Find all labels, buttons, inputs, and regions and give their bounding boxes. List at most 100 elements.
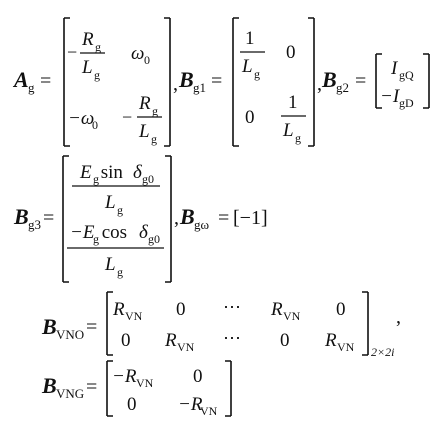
denominator-sub: g [254,67,260,81]
emf-sub: g [93,172,99,186]
matrix-Bg2: B g2 = I gQ −I gD [321,53,430,110]
omega: ω [131,43,144,64]
delta-sub: g0 [148,232,160,246]
subscript-g2: g2 [336,80,349,95]
left-bracket [375,53,382,109]
symbol-B: B [321,67,337,92]
cell-r2c5-sub: VN [337,340,355,354]
numerator-sub: g [152,104,158,118]
subscript-VNG: VNG [56,386,84,401]
matrix-Ag: A g = − R g L g ω 0 −ω 0 − R g L g , [12,17,178,147]
cell-r1c1: −R [112,366,137,387]
matrix-Bg1: B g1 = 1 L g 0 0 1 L g , [178,17,322,147]
minus-sign: − [122,107,132,127]
left-bracket [106,291,113,356]
neg-omega: −ω [68,108,94,129]
denominator-L: L [104,254,116,275]
cell-r1c1-sub: VN [136,376,154,390]
cell-r1c5: 0 [336,299,346,320]
equals-sign: = [40,70,51,92]
emf-sub: g [93,232,99,246]
cell-r1c2: 0 [176,299,186,320]
cell-r1c4: R [270,299,283,320]
cell-r2c2: −R [178,394,203,415]
cell-r2c1: 0 [121,330,131,351]
equals-sign: = [86,316,97,338]
denominator-sub: g [94,68,100,82]
comma: , [396,306,401,328]
comma: , [173,73,178,95]
denominator-L: L [104,192,116,213]
numerator-1: 1 [245,28,255,49]
cell-r1c4-sub: VN [283,309,301,323]
subscript-g: g [28,80,35,95]
sin-function: sin [96,162,128,183]
subscript-VNO: VNO [56,327,84,342]
right-bracket [225,360,232,417]
numerator-sub: g [95,40,101,54]
symbol-A: A [12,67,29,92]
numerator-R: R [138,93,151,114]
neg-emf-E: −E [70,222,95,243]
right-bracket [308,17,315,147]
cell-r2c2-sub: VN [177,340,195,354]
cell-r2c5: R [324,330,337,351]
delta: δ [139,222,149,243]
numerator-1: 1 [288,92,298,113]
cell-r2c1: 0 [127,394,137,415]
current-sub-gD: gD [399,96,414,110]
cell-r2c2: R [164,330,177,351]
cell-r1c3-ellipsis: ⋯ [223,297,241,317]
current-I: I [390,58,399,79]
right-bracket [423,53,430,109]
current-sub-gQ: gQ [399,68,414,82]
symbol-B: B [41,314,57,339]
delta-sub: g0 [142,172,154,186]
matrix-Bg3: B g3 = E g sin δ g0 L g −E g cos δ g0 L … [13,155,179,283]
denominator-sub: g [117,265,123,279]
denominator-sub: g [151,132,157,146]
denominator-L: L [81,57,93,78]
cell-r1c1-sub: VN [125,309,143,323]
equals-sign: = [218,207,229,229]
symbol-B: B [179,204,195,229]
emf-E: E [79,162,92,183]
zero: 0 [245,107,255,128]
matrix-BVNG: B VNG = −R VN 0 0 −R VN [41,360,232,418]
cell-r2c2-sub: VN [200,404,218,418]
cell-r1c1: R [112,299,125,320]
neg-current-I: −I [380,86,401,107]
zero: 0 [286,42,296,63]
cos-function: cos [97,222,132,243]
symbol-B: B [178,67,194,92]
denominator-L: L [282,120,294,141]
equals-sign: = [86,376,97,398]
subscript-g3: g3 [28,217,41,232]
symbol-B: B [13,204,29,229]
comma: , [174,207,179,229]
subscript-g-omega: gω [194,217,210,232]
matrix-size: 2×2i [371,345,394,359]
neg-omega-sub: 0 [92,118,98,132]
denominator-sub: g [117,203,123,217]
subscript-g1: g1 [193,80,206,95]
denominator-L: L [138,121,150,142]
denominator-L: L [241,56,253,77]
minus-sign: − [67,42,77,62]
cell-r1c2: 0 [193,366,203,387]
equals-sign: = [355,70,366,92]
matrix-BVNO: B VNO = R VN 0 ⋯ R VN 0 0 R VN ⋯ 0 R VN … [41,291,401,359]
cell-r2c3-ellipsis: ⋯ [223,328,241,348]
right-bracket [164,17,171,147]
scalar-value: [−1] [233,207,268,229]
equals-sign: = [211,70,222,92]
left-bracket [62,155,69,283]
right-bracket [362,291,369,356]
left-bracket [106,360,113,417]
omega-sub: 0 [144,53,150,67]
left-bracket [63,17,70,147]
right-bracket [165,155,172,283]
left-bracket [232,17,239,147]
denominator-sub: g [295,131,301,145]
equals-sign: = [43,207,54,229]
